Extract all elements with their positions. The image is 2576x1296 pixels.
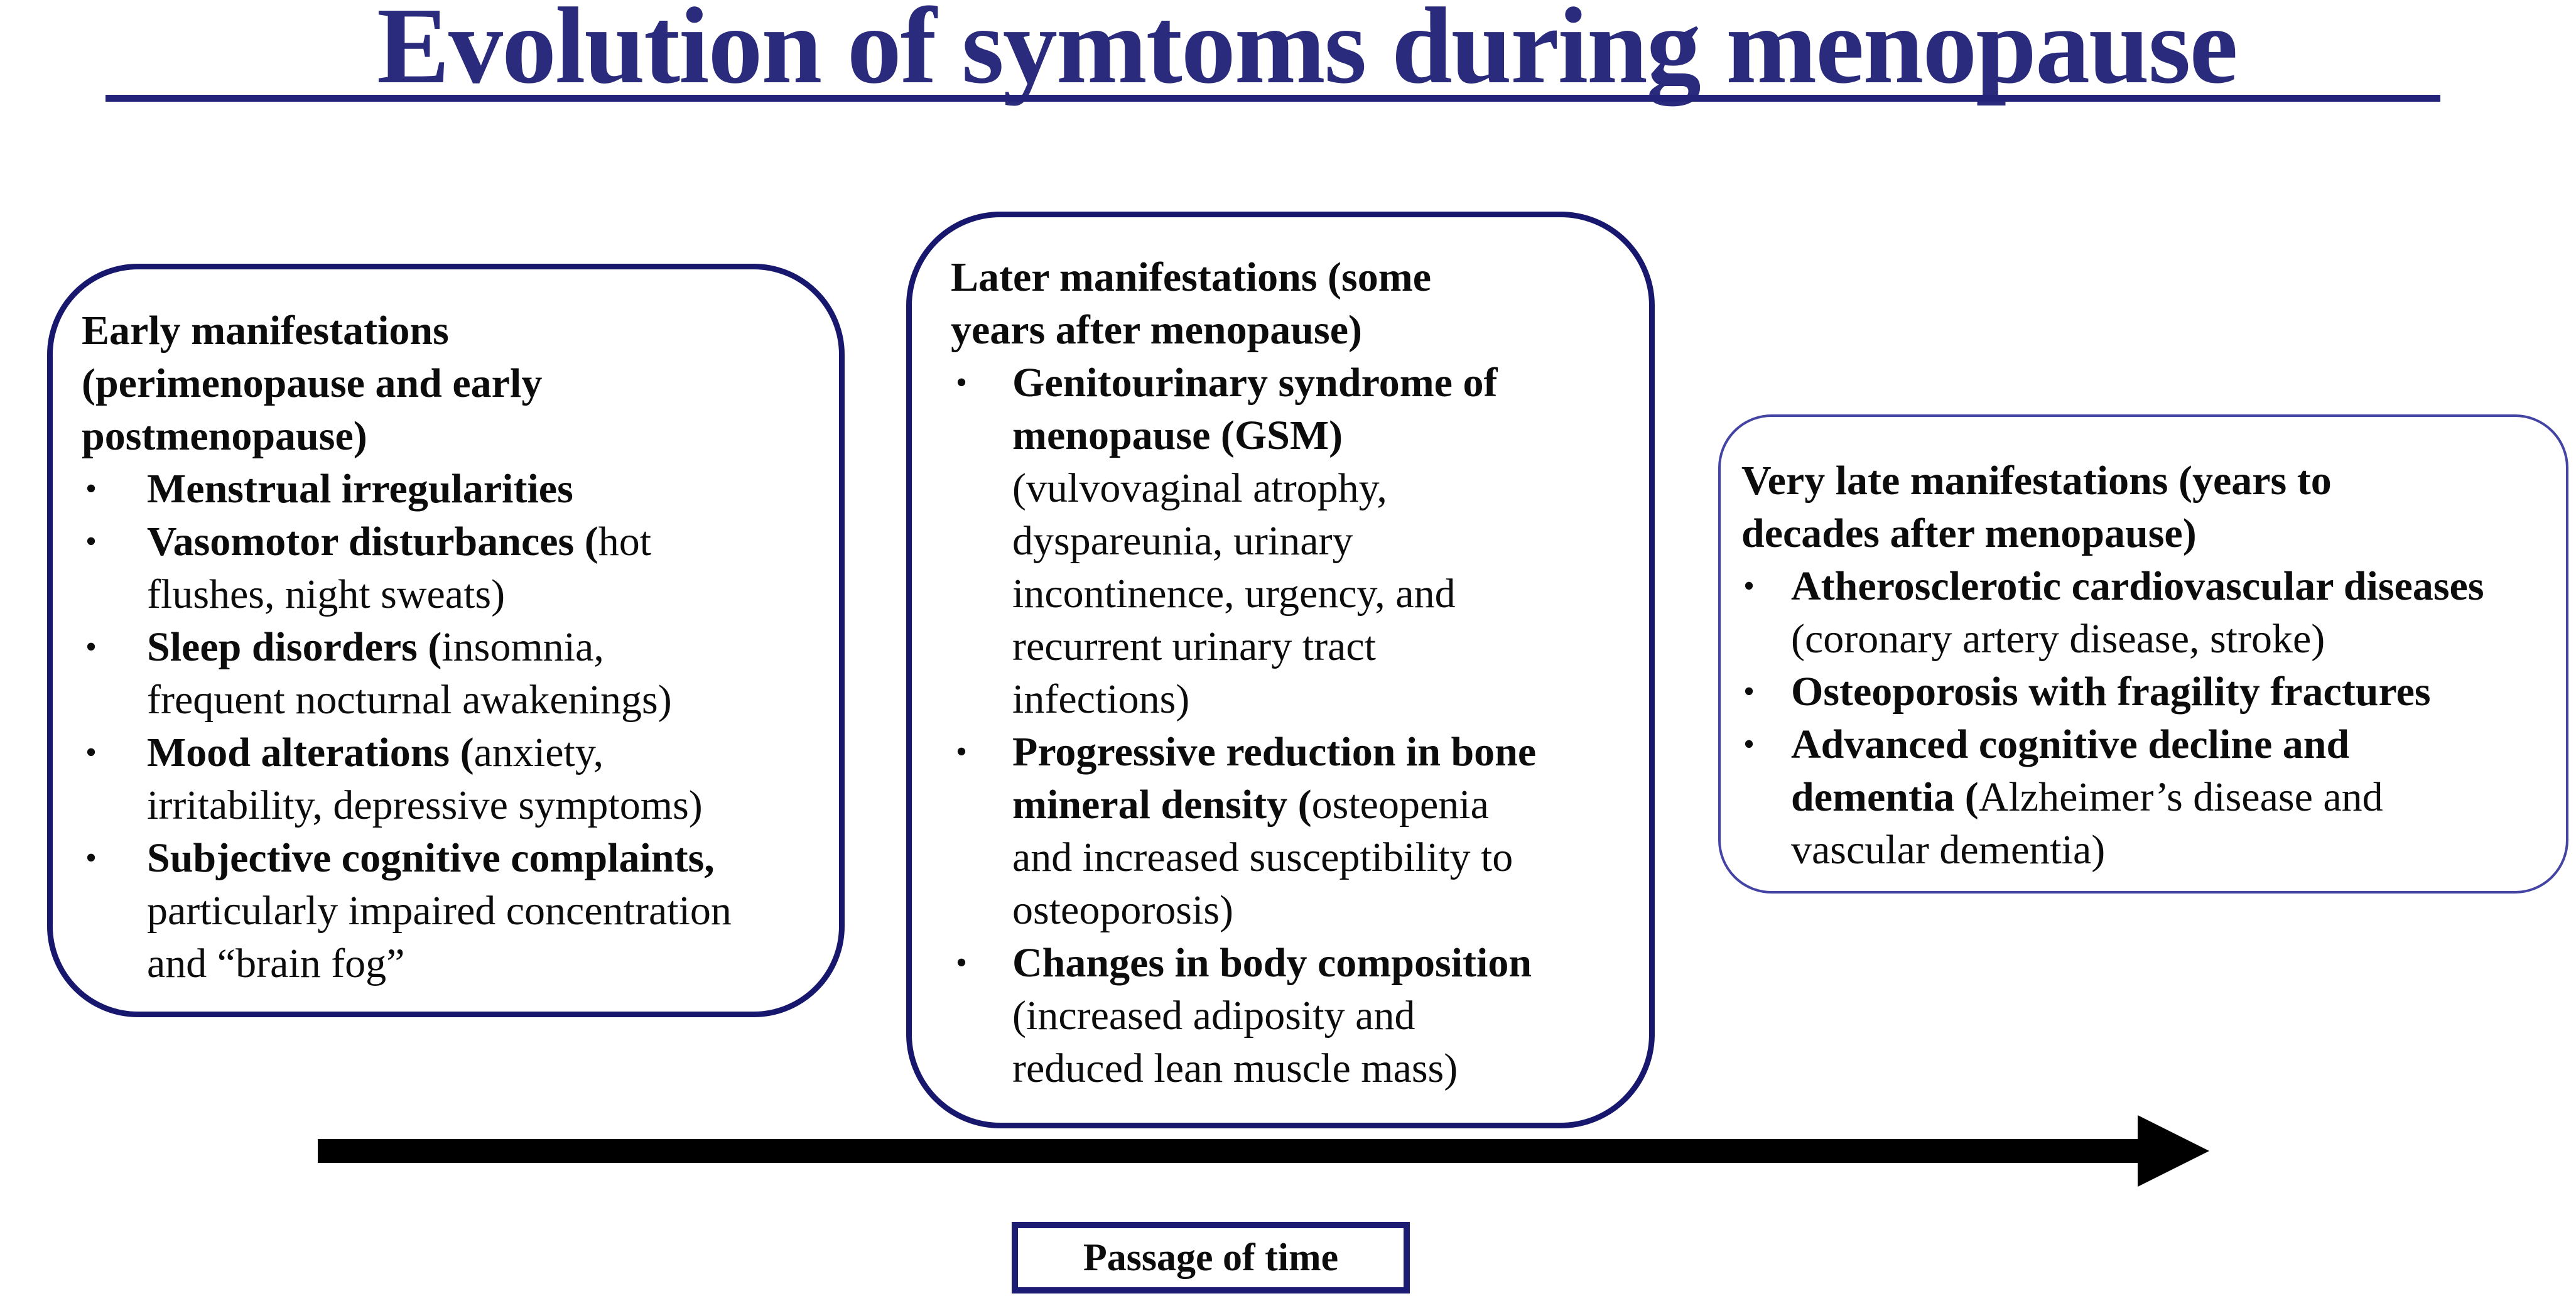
box-early-manifestations: Early manifestations (perimenopause and …: [47, 264, 845, 1017]
list-item: Vasomotor disturbances (hot flushes, nig…: [53, 516, 826, 621]
bullet-bold-text: Atherosclerotic cardiovascular diseases: [1791, 563, 2484, 609]
bullet-rest-text: (coronary artery disease, stroke): [1791, 616, 2325, 662]
bullet-rest-text: particularly impaired concentration and …: [147, 888, 732, 986]
box-later-manifestations: Later manifestations (some years after m…: [906, 212, 1655, 1128]
list-item: Subjective cognitive complaints, particu…: [53, 832, 826, 990]
bullet-bold-text: Osteoporosis with fragility fractures: [1791, 669, 2431, 715]
list-item: Sleep disorders (insomnia, frequent noct…: [53, 621, 826, 726]
list-item: Genitourinary syndrome of menopause (GSM…: [912, 357, 1639, 726]
list-item: Menstrual irregularities: [53, 463, 826, 516]
passage-of-time-label: Passage of time: [1083, 1236, 1339, 1279]
box-very-late-manifestations: Very late manifestations (years to decad…: [1718, 414, 2568, 894]
bullet-bold-text: Progressive reduction in bone mineral de…: [1012, 729, 1537, 828]
bullet-bold-text: Changes in body composition: [1012, 940, 1532, 986]
list-item: Changes in body composition (increased a…: [912, 937, 1639, 1095]
bullet-bold-text: Menstrual irregularities: [147, 466, 573, 512]
bullet-bold-text: Subjective cognitive complaints,: [147, 835, 715, 881]
bullet-rest-text: osteopenia and increased susceptibility …: [1012, 782, 1513, 933]
page-title: Evolution of symtoms during menopause: [377, 0, 2238, 106]
bullet-bold-text: Advanced cognitive decline and dementia …: [1791, 721, 2350, 820]
list-item: Advanced cognitive decline and dementia …: [1721, 718, 2556, 877]
list-item: Osteoporosis with fragility fractures: [1721, 666, 2556, 718]
list-item: Progressive reduction in bone mineral de…: [912, 726, 1639, 937]
list-item: Mood alterations (anxiety, irritability,…: [53, 726, 826, 832]
box-very-late-title: Very late manifestations (years to decad…: [1741, 458, 2332, 556]
box-early-title: Early manifestations (perimenopause and …: [82, 308, 543, 459]
timeline-arrow-shaft: [318, 1139, 2139, 1163]
bullet-bold-text: Vasomotor disturbances (: [147, 519, 598, 564]
bullet-rest-text: (increased adiposity and reduced lean mu…: [1012, 993, 1458, 1091]
bullet-rest-text: Alzheimer’s disease and vascular dementi…: [1791, 774, 2383, 873]
list-item: Atherosclerotic cardiovascular diseases …: [1721, 560, 2556, 666]
bullet-bold-text: Mood alterations (: [147, 730, 474, 775]
box-very-late-bullet-list: Atherosclerotic cardiovascular diseases …: [1721, 560, 2566, 877]
bullet-bold-text: Genitourinary syndrome of menopause (GSM…: [1012, 360, 1498, 458]
bullet-rest-text: hot flushes, night sweats): [147, 519, 652, 617]
box-later-bullet-list: Genitourinary syndrome of menopause (GSM…: [912, 357, 1649, 1095]
bullet-rest-text: (vulvovaginal atrophy, dyspareunia, urin…: [1012, 465, 1456, 722]
bullet-rest-text: anxiety, irritability, depressive sympto…: [147, 730, 703, 828]
box-later-title: Later manifestations (some years after m…: [951, 254, 1431, 353]
passage-of-time-label-box: Passage of time: [1012, 1222, 1410, 1293]
bullet-bold-text: Sleep disorders (: [147, 624, 442, 670]
box-early-bullet-list: Menstrual irregularities Vasomotor distu…: [53, 463, 839, 990]
title-underline: [106, 95, 2440, 102]
timeline-arrow-head-icon: [2138, 1115, 2209, 1187]
bullet-rest-text: insomnia, frequent nocturnal awakenings): [147, 624, 672, 723]
